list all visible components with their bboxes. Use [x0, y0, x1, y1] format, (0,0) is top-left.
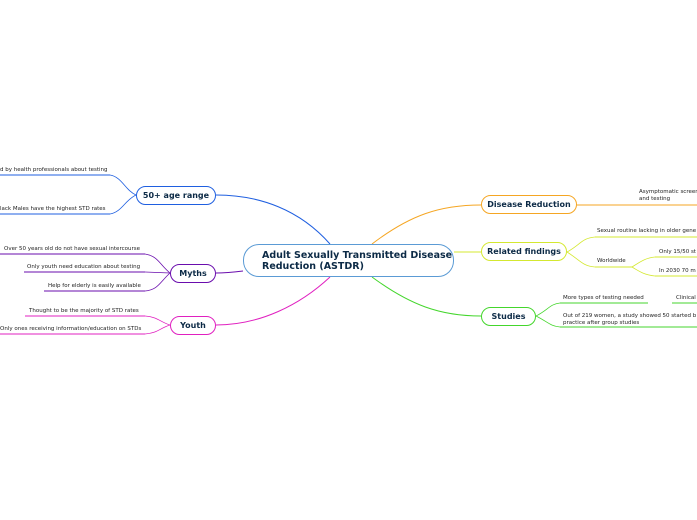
leaf-myths-youth-education[interactable]: Only youth need education about testing	[27, 264, 141, 270]
connector-myths	[215, 270, 244, 274]
branch-youth[interactable]: Youth	[170, 316, 216, 335]
branch-label: Disease Reduction	[487, 200, 571, 209]
leaf-youth-majority[interactable]: Thought to be the majority of STD rates	[29, 308, 139, 314]
central-topic-label: Adult Sexually Transmitted Disease Reduc…	[262, 249, 453, 272]
branch-related-findings[interactable]: Related findings	[481, 242, 567, 261]
leaf-youth-information[interactable]: Only ones receiving information/educatio…	[0, 326, 142, 332]
connector-studies	[371, 276, 482, 317]
branch-label: Myths	[179, 269, 207, 278]
branch-label: Youth	[180, 321, 206, 330]
branch-studies[interactable]: Studies	[481, 307, 536, 326]
leaf-50plus-std-rates[interactable]: lack Males have the highest STD rates	[0, 206, 106, 212]
leaf-studies-testing-types[interactable]: More types of testing needed	[563, 295, 644, 301]
leaf-myths-intercourse[interactable]: Over 50 years old do not have sexual int…	[4, 246, 140, 252]
leaf-50plus-testing[interactable]: d by health professionals about testing	[0, 167, 108, 173]
leaf-disease-screening[interactable]: Asymptomatic screening and testing	[639, 189, 697, 202]
branch-label: Studies	[491, 312, 526, 321]
leaf-related-2030[interactable]: In 2030 70 m	[659, 268, 696, 274]
central-topic[interactable]: Adult Sexually Transmitted Disease Reduc…	[243, 244, 454, 277]
leaf-related-worldwide[interactable]: Worldwide	[597, 258, 626, 264]
branch-label: Related findings	[487, 247, 561, 256]
leaf-myths-elderly-help[interactable]: Help for elderly is easily available	[48, 283, 141, 289]
connector-50plus	[215, 194, 331, 245]
branch-myths[interactable]: Myths	[170, 264, 216, 283]
branch-50plus-age-range[interactable]: 50+ age range	[136, 186, 216, 205]
leaf-related-only-15-50[interactable]: Only 15/50 st	[659, 249, 696, 255]
connector-youth	[215, 276, 331, 326]
leaf-studies-219-women[interactable]: Out of 219 women, a study showed 50 star…	[563, 313, 697, 326]
branch-disease-reduction[interactable]: Disease Reduction	[481, 195, 577, 214]
connector-disease	[371, 204, 482, 245]
branch-label: 50+ age range	[142, 191, 210, 200]
leaf-related-sexual-routine[interactable]: Sexual routine lacking in older gene	[597, 228, 697, 234]
leaf-studies-clinical[interactable]: Clinical	[676, 295, 696, 301]
